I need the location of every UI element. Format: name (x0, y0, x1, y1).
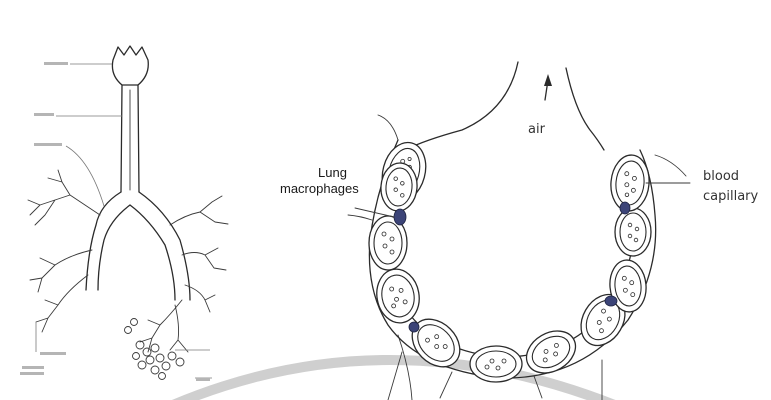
blood-capillary-label-line2: capillary (703, 189, 759, 204)
watermark-arc (140, 360, 650, 400)
macrophage-bottom-left (409, 322, 419, 332)
right-main-bronchus (130, 192, 190, 300)
right-upper-branches (170, 196, 228, 270)
alveolar-duct-right-wall (566, 68, 604, 150)
macrophage-right-top (620, 202, 630, 214)
alveoli-cluster (125, 319, 185, 380)
left-main-bronchus (86, 192, 130, 290)
left-lower-branches (30, 250, 92, 332)
left-upper-branches (28, 170, 100, 225)
air-arrow (544, 74, 552, 100)
macrophage-right-mid (605, 296, 617, 306)
lung-macrophages-label-line2: macrophages (280, 181, 359, 196)
right-lower-branches (140, 285, 215, 352)
blood-capillary-label-line1: blood (703, 169, 739, 184)
tree-tiny-illegible-marks (20, 62, 210, 381)
lung-macrophages-label-line1: Lung (318, 165, 347, 180)
capillary-loops (369, 138, 651, 382)
macrophage-left (394, 209, 406, 225)
outer-tissue-right (655, 155, 686, 176)
alveolar-duct-left-wall (405, 62, 518, 150)
tree-label-pointers (22, 64, 212, 378)
respiratory-tree-drawing (20, 46, 228, 381)
larynx (112, 46, 148, 85)
alveolus-drawing (348, 62, 690, 400)
air-label: air (528, 122, 546, 137)
